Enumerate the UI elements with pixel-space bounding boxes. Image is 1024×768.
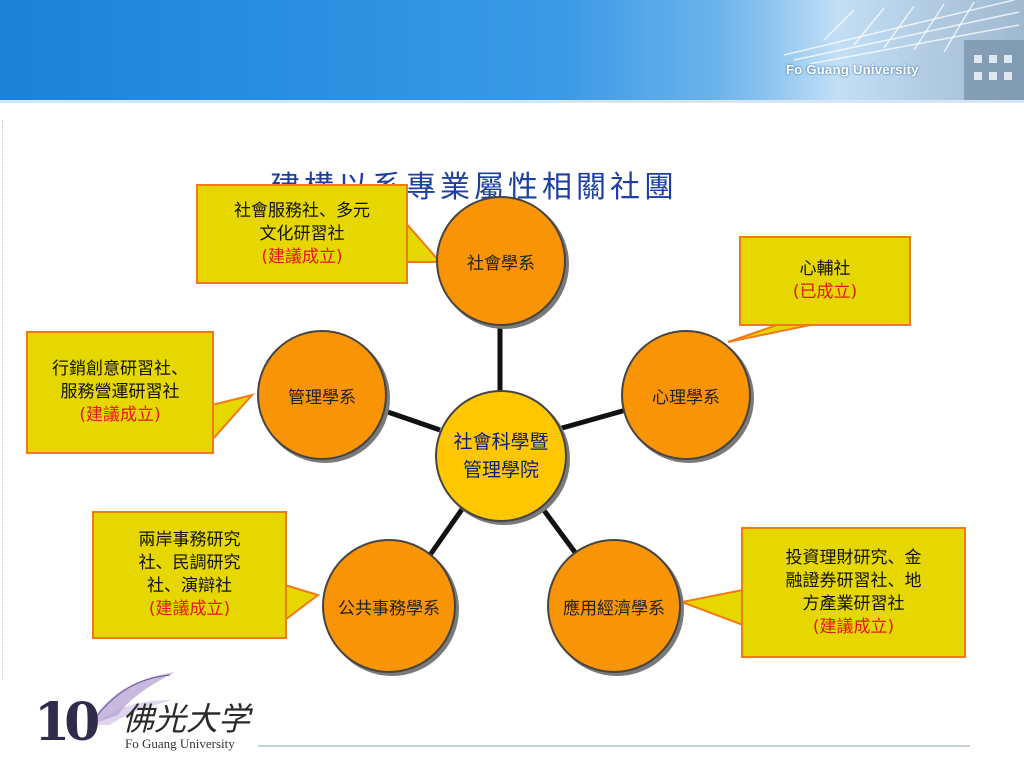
callout-psychology-status: (已成立) <box>792 282 858 302</box>
center-label-line1: 社會科學暨 <box>453 431 549 453</box>
callout-psychology-line1: 心輔社 <box>799 259 851 279</box>
callout-pointer-public-affairs <box>284 583 321 623</box>
callout-economics-status: (建議成立) <box>812 616 895 637</box>
callout-public-affairs: 兩岸事務研究 社、民調研究 社、演辯社 (建議成立) <box>92 511 287 639</box>
callout-public-affairs-line2: 社、民調研究 <box>138 553 241 573</box>
callout-economics-line3: 方產業研習社 <box>802 593 905 614</box>
center-label-line2: 管理學院 <box>462 459 539 481</box>
campus-photo-image <box>714 0 1024 100</box>
callout-management: 行銷創意研習社、 服務營運研習社 (建議成立) <box>26 331 214 454</box>
header-banner: Fo Guang University <box>0 0 1024 100</box>
connector-management <box>381 407 441 433</box>
callout-economics-line2: 融證券研習社、地 <box>785 570 922 591</box>
anniversary-logo-number: 10 <box>34 692 100 753</box>
callout-pointer-management <box>211 393 255 443</box>
node-psychology-label: 心理學系 <box>652 387 720 408</box>
node-sociology-label: 社會學系 <box>467 253 535 274</box>
connector-economics <box>537 503 580 557</box>
node-public-affairs: 公共事務學系 <box>322 539 456 673</box>
connector-psychology <box>554 407 627 433</box>
callout-psychology: 心輔社 (已成立) <box>739 236 911 326</box>
left-dotted-guide <box>2 120 4 680</box>
callout-economics-line1: 投資理財研究、金 <box>785 547 922 568</box>
node-management: 管理學系 <box>257 330 387 460</box>
connector-public-affairs <box>427 503 468 557</box>
university-name-cn: 佛光大学 <box>122 700 251 738</box>
callout-pointer-psychology <box>727 323 816 343</box>
footer-divider <box>258 745 970 747</box>
center-node-college: 社會科學暨 管理學院 <box>435 390 567 522</box>
callout-sociology: 社會服務社、多元 文化研習社 (建議成立) <box>196 184 408 284</box>
university-name-en: Fo Guang University <box>786 62 919 77</box>
callout-public-affairs-status: (建議成立) <box>148 599 231 619</box>
node-management-label: 管理學系 <box>288 387 356 408</box>
callout-pointer-sociology <box>404 219 443 263</box>
callout-public-affairs-line3: 社、演辯社 <box>147 576 232 596</box>
callout-pointer-economics <box>678 588 744 627</box>
node-psychology: 心理學系 <box>621 330 751 460</box>
callout-economics: 投資理財研究、金 融證券研習社、地 方產業研習社 (建議成立) <box>741 527 966 658</box>
callout-sociology-line2: 文化研習社 <box>259 223 345 244</box>
callout-public-affairs-line1: 兩岸事務研究 <box>138 530 241 550</box>
butterfly-logo-icon <box>89 672 175 726</box>
callout-sociology-status: (建議成立) <box>261 246 343 267</box>
university-name-en-footer: Fo Guang University <box>125 736 235 751</box>
node-sociology: 社會學系 <box>436 196 566 326</box>
banner-divider <box>0 100 1024 103</box>
callout-management-line1: 行銷創意研習社、 <box>52 359 188 379</box>
callout-sociology-line1: 社會服務社、多元 <box>234 200 370 221</box>
node-economics: 應用經濟學系 <box>547 539 681 673</box>
node-public-affairs-label: 公共事務學系 <box>338 598 440 619</box>
callout-management-line2: 服務營運研習社 <box>60 382 180 402</box>
node-economics-label: 應用經濟學系 <box>563 598 665 619</box>
callout-management-status: (建議成立) <box>79 405 161 425</box>
